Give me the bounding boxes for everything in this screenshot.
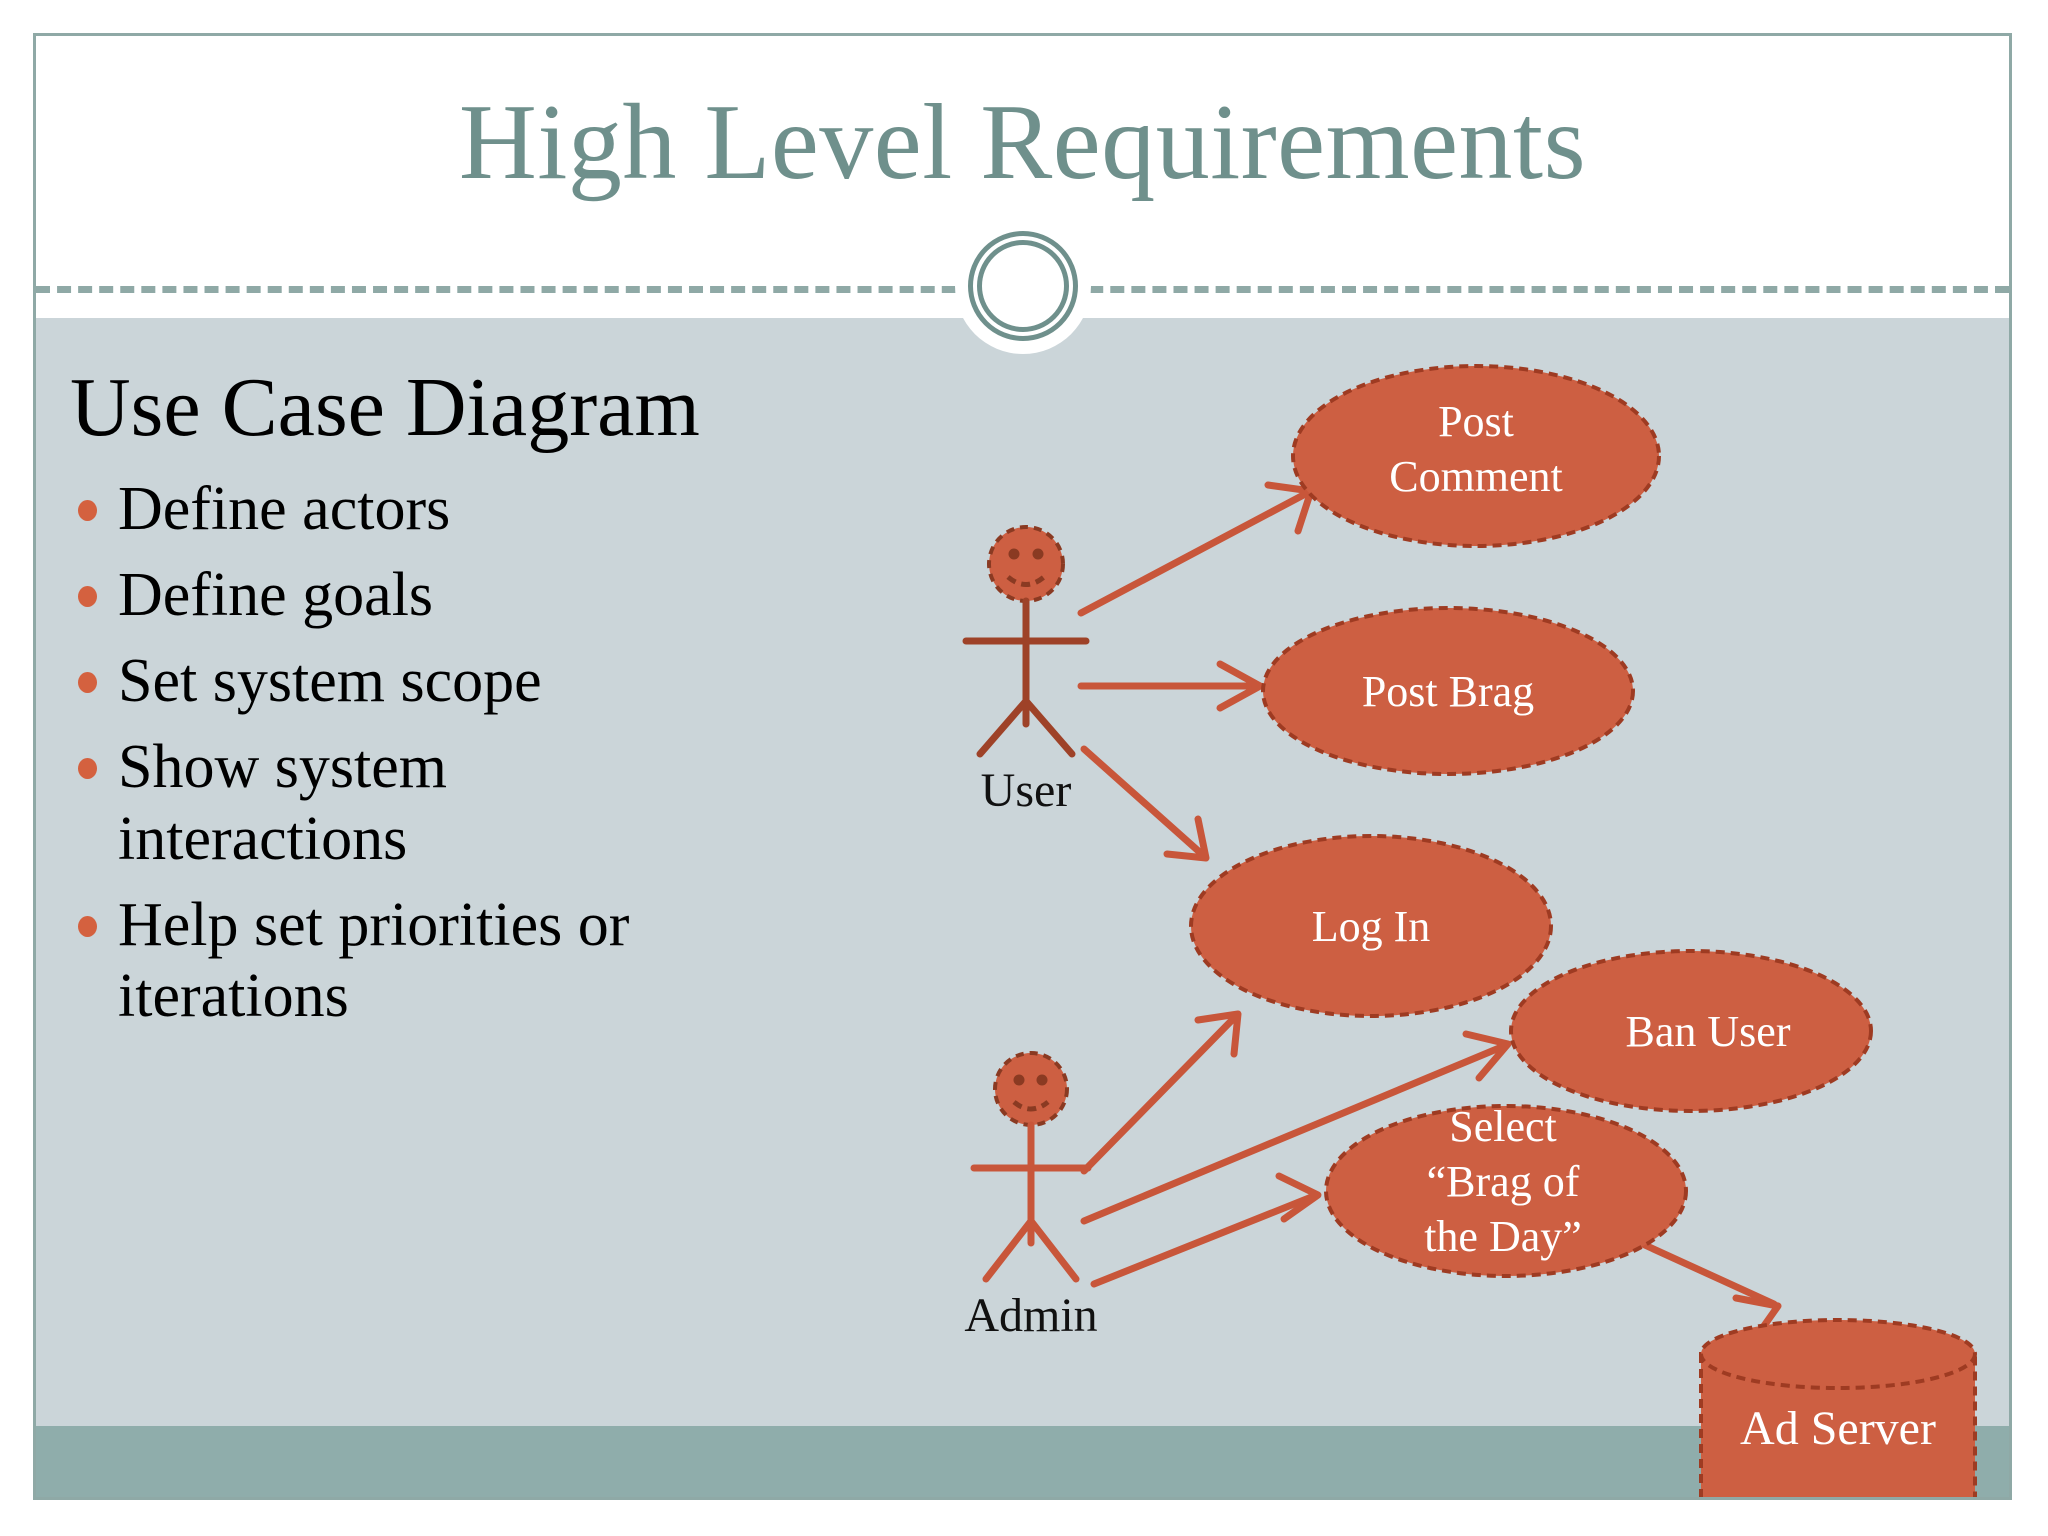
use-case-label-line-2: “Brag of	[1427, 1157, 1580, 1206]
actor-body-icon	[970, 1121, 1092, 1283]
use-case-ellipse	[1509, 949, 1873, 1113]
actor-label: User	[981, 764, 1072, 817]
list-item-label: Help set priorities or iterations	[118, 890, 630, 1031]
actor-eye-left-icon	[1008, 548, 1020, 560]
content-column: Use Case Diagram Define actors Define go…	[66, 366, 746, 1047]
datastore-label: Ad Server	[1740, 1402, 1936, 1455]
bullet-dot-icon	[78, 757, 97, 779]
use-case-label-line-1: Post	[1438, 397, 1514, 446]
list-item-label: Show system interactions	[118, 732, 447, 873]
list-item: Define actors	[66, 474, 746, 546]
actor-user[interactable]: User	[962, 525, 1090, 817]
use-case-label: Log In	[1312, 902, 1431, 951]
use-case-post-comment[interactable]: Post Comment	[1291, 364, 1661, 548]
circle-outer-ring-icon	[967, 231, 1078, 341]
circle-inner-ring-icon	[976, 240, 1069, 332]
list-item-label: Define actors	[118, 475, 451, 543]
use-case-label: Ban User	[1626, 1007, 1791, 1056]
list-item: Define goals	[66, 560, 746, 632]
actor-head-icon	[993, 1051, 1069, 1127]
list-item: Help set priorities or iterations	[66, 890, 746, 1034]
actor-label: Admin	[964, 1289, 1097, 1342]
actor-body-icon	[962, 597, 1090, 758]
actor-eye-right-icon	[1032, 548, 1044, 560]
use-case-ellipse	[1261, 606, 1635, 776]
list-item-label: Define goals	[118, 560, 434, 629]
use-case-ellipse	[1189, 834, 1553, 1018]
actor-eye-left-icon	[1013, 1074, 1025, 1086]
datastore-ad-server[interactable]: Ad Server	[1699, 1318, 1977, 1500]
actor-smile-icon	[1006, 575, 1046, 587]
use-case-log-in[interactable]: Log In	[1189, 834, 1553, 1018]
use-case-ellipse	[1324, 1104, 1688, 1278]
list-item: Set system scope	[66, 646, 746, 718]
list-item: Show system interactions	[66, 732, 746, 876]
page-title: High Level Requirements	[458, 83, 1587, 202]
use-case-label-line-2: Comment	[1389, 452, 1563, 501]
decorative-circle-ornament	[954, 218, 1091, 354]
actor-head-icon	[987, 525, 1065, 603]
bullet-list: Define actors Define goals Set system sc…	[66, 474, 746, 1033]
cylinder-top-cap-icon	[1699, 1318, 1977, 1390]
list-item-label: Set system scope	[118, 646, 542, 715]
section-subtitle: Use Case Diagram	[70, 361, 700, 454]
use-case-ban-user[interactable]: Ban User	[1509, 949, 1873, 1113]
use-case-post-brag[interactable]: Post Brag	[1261, 606, 1635, 776]
slide: High Level Requirements Use Case Diagram…	[33, 33, 2012, 1500]
bullet-dot-icon	[78, 500, 97, 521]
use-case-label-line-1: Select	[1449, 1102, 1557, 1151]
actor-admin[interactable]: Admin	[964, 1051, 1098, 1342]
actor-eye-right-icon	[1036, 1074, 1048, 1086]
use-case-label: Post Brag	[1362, 667, 1534, 716]
slide-footer-band	[36, 1426, 2009, 1497]
bullet-dot-icon	[78, 915, 97, 937]
bullet-dot-icon	[78, 585, 97, 607]
actor-smile-icon	[1012, 1099, 1050, 1112]
use-case-ellipse	[1291, 364, 1661, 548]
cylinder-body	[1699, 1352, 1977, 1497]
use-case-label-line-3: the Day”	[1424, 1212, 1582, 1261]
bullet-dot-icon	[78, 671, 97, 693]
use-case-select-brag-of-the-day[interactable]: Select “Brag of the Day”	[1324, 1102, 1688, 1278]
